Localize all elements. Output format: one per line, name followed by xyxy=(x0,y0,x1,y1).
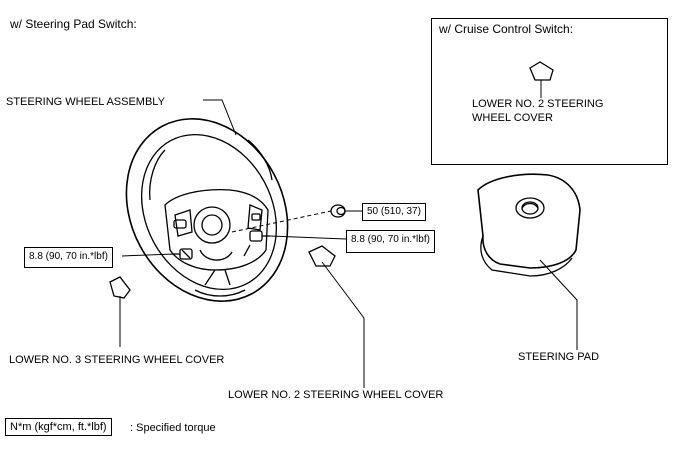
leader-bolt-left xyxy=(121,253,175,257)
torque-nut: 50 (510, 37) xyxy=(362,203,426,221)
legend-box: N*m (kgf*cm, ft.*lbf) xyxy=(5,418,112,436)
steering-pad-drawing xyxy=(477,173,581,277)
lower-no3-label: LOWER NO. 3 STEERING WHEEL COVER xyxy=(9,354,225,366)
torque-bolt-right: 8.8 (90, 70 in.*lbf) xyxy=(346,230,435,253)
leader-bolt-right xyxy=(269,235,347,240)
legend-text: : Specified torque xyxy=(130,422,216,434)
inset-part-label: LOWER NO. 2 STEERING WHEEL COVER xyxy=(472,98,604,124)
bolt-right-drawing xyxy=(249,230,270,242)
lower-no3-cover-drawing xyxy=(109,276,131,299)
steering-pad-label: STEERING PAD xyxy=(518,351,600,363)
leader-nut-dashed xyxy=(231,210,332,233)
lower-no2-label: LOWER NO. 2 STEERING WHEEL COVER xyxy=(228,389,444,401)
steering-wheel-assembly-drawing xyxy=(125,118,289,302)
leader-steering-pad xyxy=(539,259,578,350)
page-title: w/ Steering Pad Switch: xyxy=(10,17,137,31)
lower-no2-cover-drawing xyxy=(308,245,336,267)
nut-drawing xyxy=(330,204,346,218)
cruise-control-inset xyxy=(431,18,668,165)
leader-steering-wheel xyxy=(203,99,237,136)
inset-cover-drawing xyxy=(529,61,554,81)
inset-title: w/ Cruise Control Switch: xyxy=(439,22,574,36)
steering-wheel-label: STEERING WHEEL ASSEMBLY xyxy=(6,96,165,108)
torque-bolt-left: 8.8 (90, 70 in.*lbf) xyxy=(24,247,113,268)
leader-lower-no2 xyxy=(321,261,365,388)
